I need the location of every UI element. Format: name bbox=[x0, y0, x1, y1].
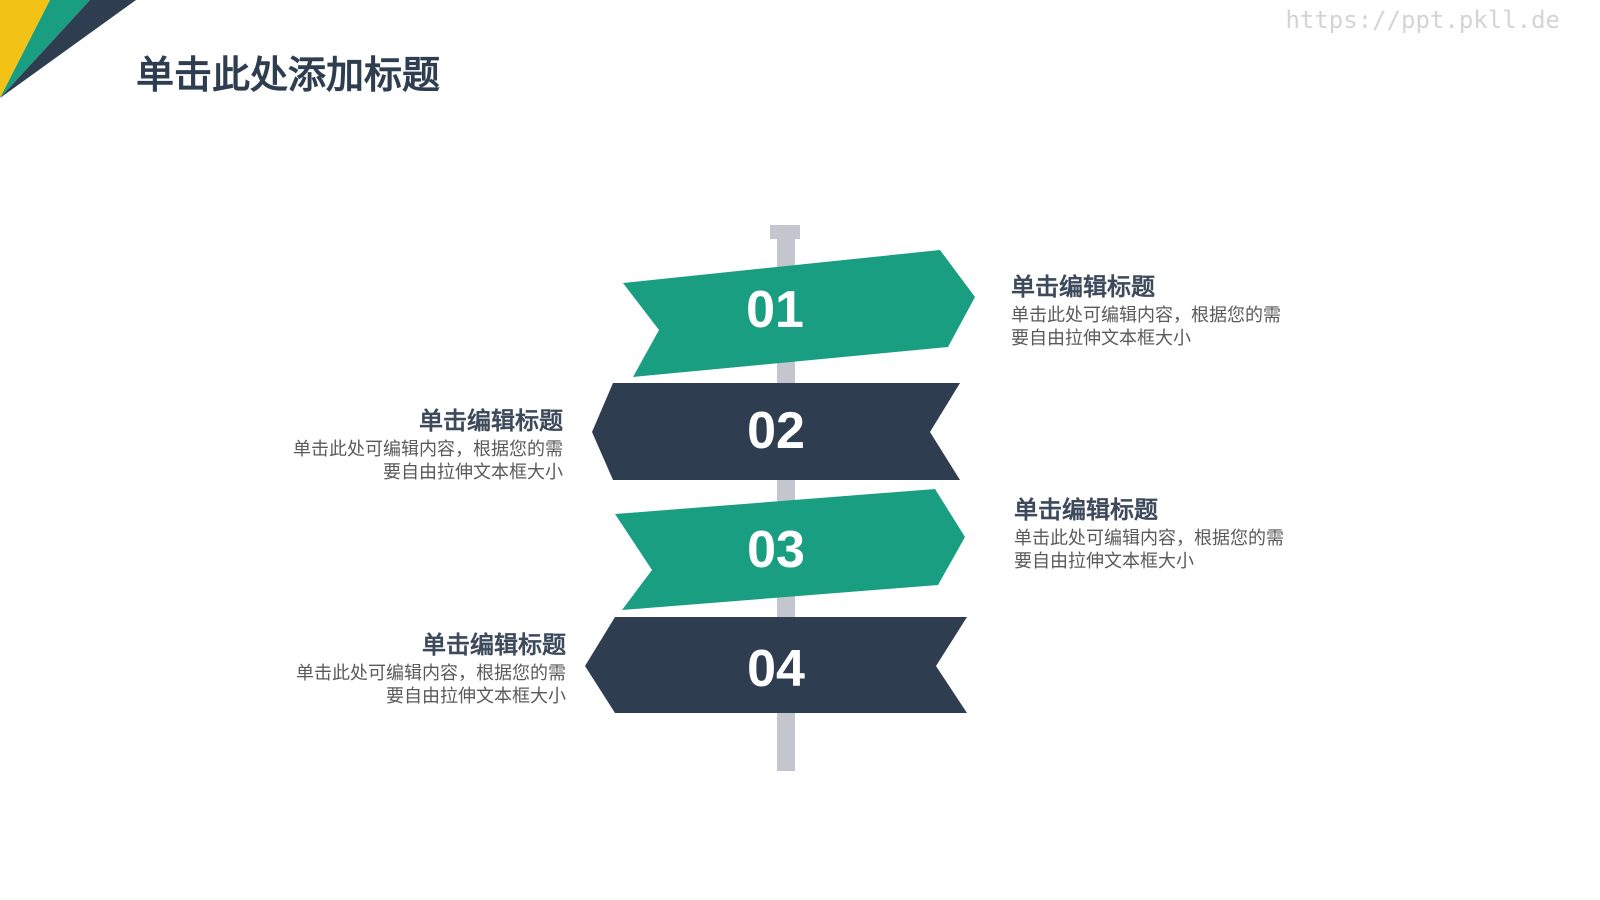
item-description: 单击此处可编辑内容，根据您的需 要自由拉伸文本框大小 bbox=[266, 662, 566, 708]
arrow-left-shape bbox=[585, 617, 967, 713]
sign-03[interactable]: 03 bbox=[615, 489, 965, 610]
text-block-04[interactable]: 单击编辑标题 单击此处可编辑内容，根据您的需 要自由拉伸文本框大小 bbox=[266, 630, 566, 708]
item-title: 单击编辑标题 bbox=[1014, 496, 1158, 524]
sign-number: 03 bbox=[747, 521, 805, 579]
item-description: 单击此处可编辑内容，根据您的需 要自由拉伸文本框大小 bbox=[263, 438, 563, 484]
sign-number: 01 bbox=[746, 281, 804, 339]
item-description: 单击此处可编辑内容，根据您的需 要自由拉伸文本框大小 bbox=[1011, 304, 1311, 350]
description-line: 要自由拉伸文本框大小 bbox=[1011, 328, 1191, 349]
description-line: 要自由拉伸文本框大小 bbox=[383, 462, 563, 483]
text-block-01[interactable]: 单击编辑标题 单击此处可编辑内容，根据您的需 要自由拉伸文本框大小 bbox=[1011, 272, 1311, 350]
description-line: 单击此处可编辑内容，根据您的需 bbox=[293, 439, 563, 460]
arrow-left-shape bbox=[592, 383, 960, 480]
arrow-right-shape bbox=[615, 489, 965, 610]
item-description: 单击此处可编辑内容，根据您的需 要自由拉伸文本框大小 bbox=[1014, 527, 1314, 573]
arrow-right-shape bbox=[623, 250, 975, 377]
sign-02[interactable]: 02 bbox=[592, 383, 960, 480]
sign-number: 02 bbox=[747, 402, 805, 460]
sign-04[interactable]: 04 bbox=[585, 617, 967, 713]
sign-number: 04 bbox=[747, 640, 805, 698]
description-line: 单击此处可编辑内容，根据您的需 bbox=[1011, 305, 1281, 326]
item-title: 单击编辑标题 bbox=[419, 407, 563, 435]
item-title: 单击编辑标题 bbox=[1011, 273, 1155, 301]
pole-cap bbox=[770, 225, 800, 239]
sign-01[interactable]: 01 bbox=[623, 250, 975, 377]
corner-decoration bbox=[0, 0, 136, 98]
watermark-url: https://ppt.pkll.de bbox=[1285, 6, 1560, 34]
corner-navy-stripe bbox=[0, 0, 136, 98]
item-title: 单击编辑标题 bbox=[422, 631, 566, 659]
description-line: 要自由拉伸文本框大小 bbox=[1014, 551, 1194, 572]
text-block-03[interactable]: 单击编辑标题 单击此处可编辑内容，根据您的需 要自由拉伸文本框大小 bbox=[1014, 495, 1314, 573]
description-line: 要自由拉伸文本框大小 bbox=[386, 686, 566, 707]
text-block-02[interactable]: 单击编辑标题 单击此处可编辑内容，根据您的需 要自由拉伸文本框大小 bbox=[263, 406, 563, 484]
description-line: 单击此处可编辑内容，根据您的需 bbox=[1014, 528, 1284, 549]
description-line: 单击此处可编辑内容，根据您的需 bbox=[296, 663, 566, 684]
page-title[interactable]: 单击此处添加标题 bbox=[136, 53, 441, 97]
